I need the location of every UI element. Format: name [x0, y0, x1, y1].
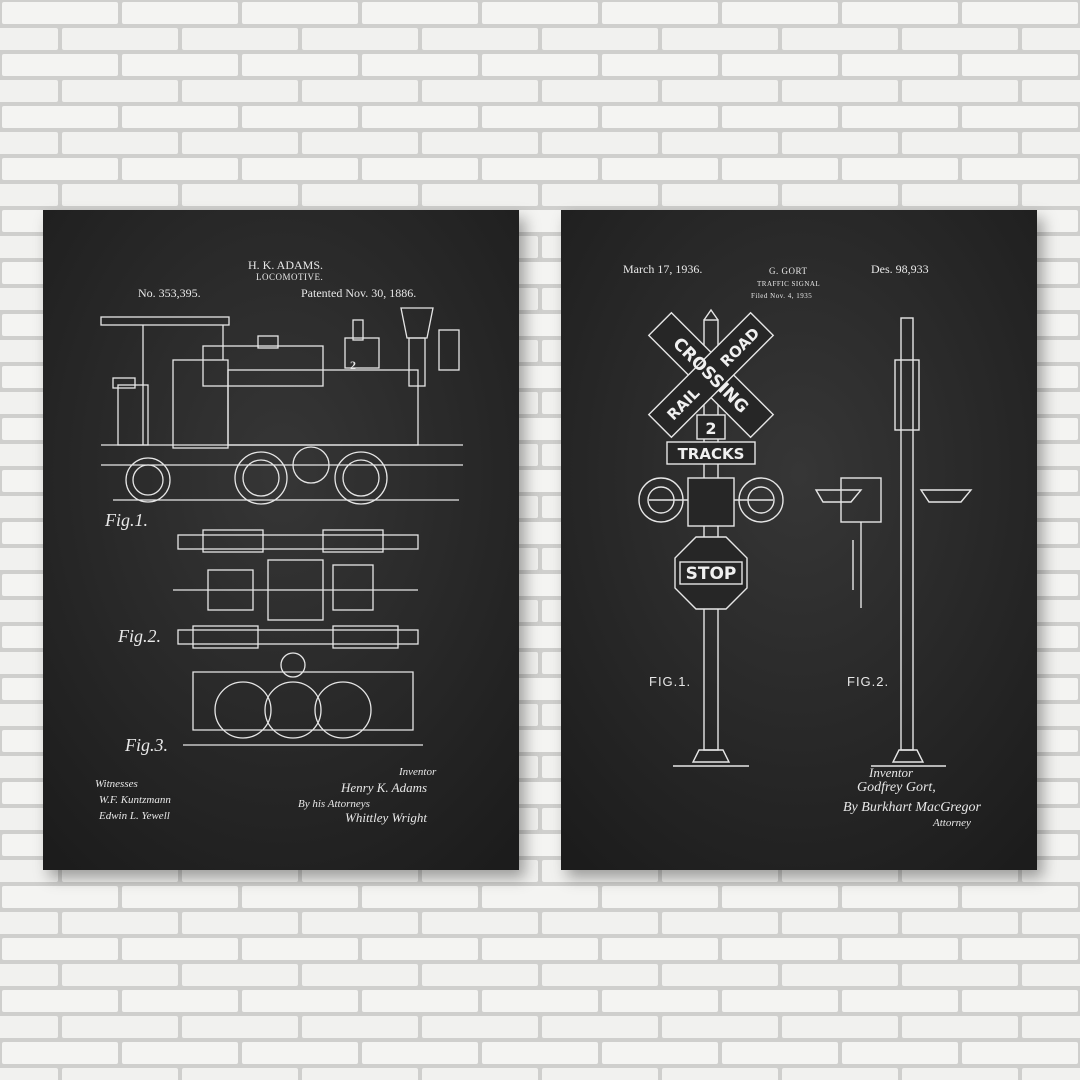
patent-date: March 17, 1936.: [623, 262, 703, 276]
fig1-label: Fig.1.: [105, 510, 148, 530]
inventor-signature: Henry K. Adams: [341, 780, 428, 795]
inventor-signature: Godfrey Gort,: [857, 780, 936, 795]
tracks-count-text: 2: [705, 419, 716, 438]
inventor-name: G. GORT: [769, 266, 808, 276]
inventor-name: H. K. ADAMS.: [248, 258, 324, 272]
witnesses-label: Witnesses: [95, 778, 138, 790]
fig3-label: Fig.3.: [125, 735, 168, 755]
patent-title: LOCOMOTIVE.: [256, 272, 324, 282]
patent-date: Patented Nov. 30, 1886.: [301, 286, 417, 300]
patent-number: No. 353,395.: [138, 286, 201, 300]
design-number: Des. 98,933: [871, 262, 929, 276]
witness-1: W.F. Kuntzmann: [99, 794, 171, 806]
crossing-signal-drawing: CROSSING RAIL ROAD 2 TRACKS STOP: [561, 210, 1037, 870]
locomotive-patent-poster: H. K. ADAMS. LOCOMOTIVE. No. 353,395. Pa…: [43, 210, 519, 870]
fig2-label: Fig.2.: [118, 626, 161, 646]
fig1-label: FIG.1.: [649, 674, 692, 689]
patent-title: TRAFFIC SIGNAL: [757, 280, 821, 288]
traffic-signal-patent-poster: CROSSING RAIL ROAD 2 TRACKS STOP March 1…: [561, 210, 1037, 870]
stop-sign-text: STOP: [686, 564, 737, 584]
filed-date: Filed Nov. 4, 1935: [751, 292, 813, 300]
fig2-label: FIG.2.: [847, 674, 890, 689]
cab-number: 2: [350, 358, 357, 372]
tracks-label-text: TRACKS: [678, 445, 745, 463]
witness-2: Edwin L. Yewell: [99, 810, 170, 822]
attorney-label: Attorney: [933, 817, 971, 829]
locomotive-drawing: [43, 210, 519, 870]
by-attorney: By Burkhart MacGregor: [843, 800, 981, 815]
inventor-label: Inventor: [869, 765, 914, 780]
by-attorneys: By his Attorneys: [298, 798, 370, 810]
inventor-label: Inventor: [399, 766, 437, 778]
attorney-signature: Whittley Wright: [345, 810, 427, 825]
